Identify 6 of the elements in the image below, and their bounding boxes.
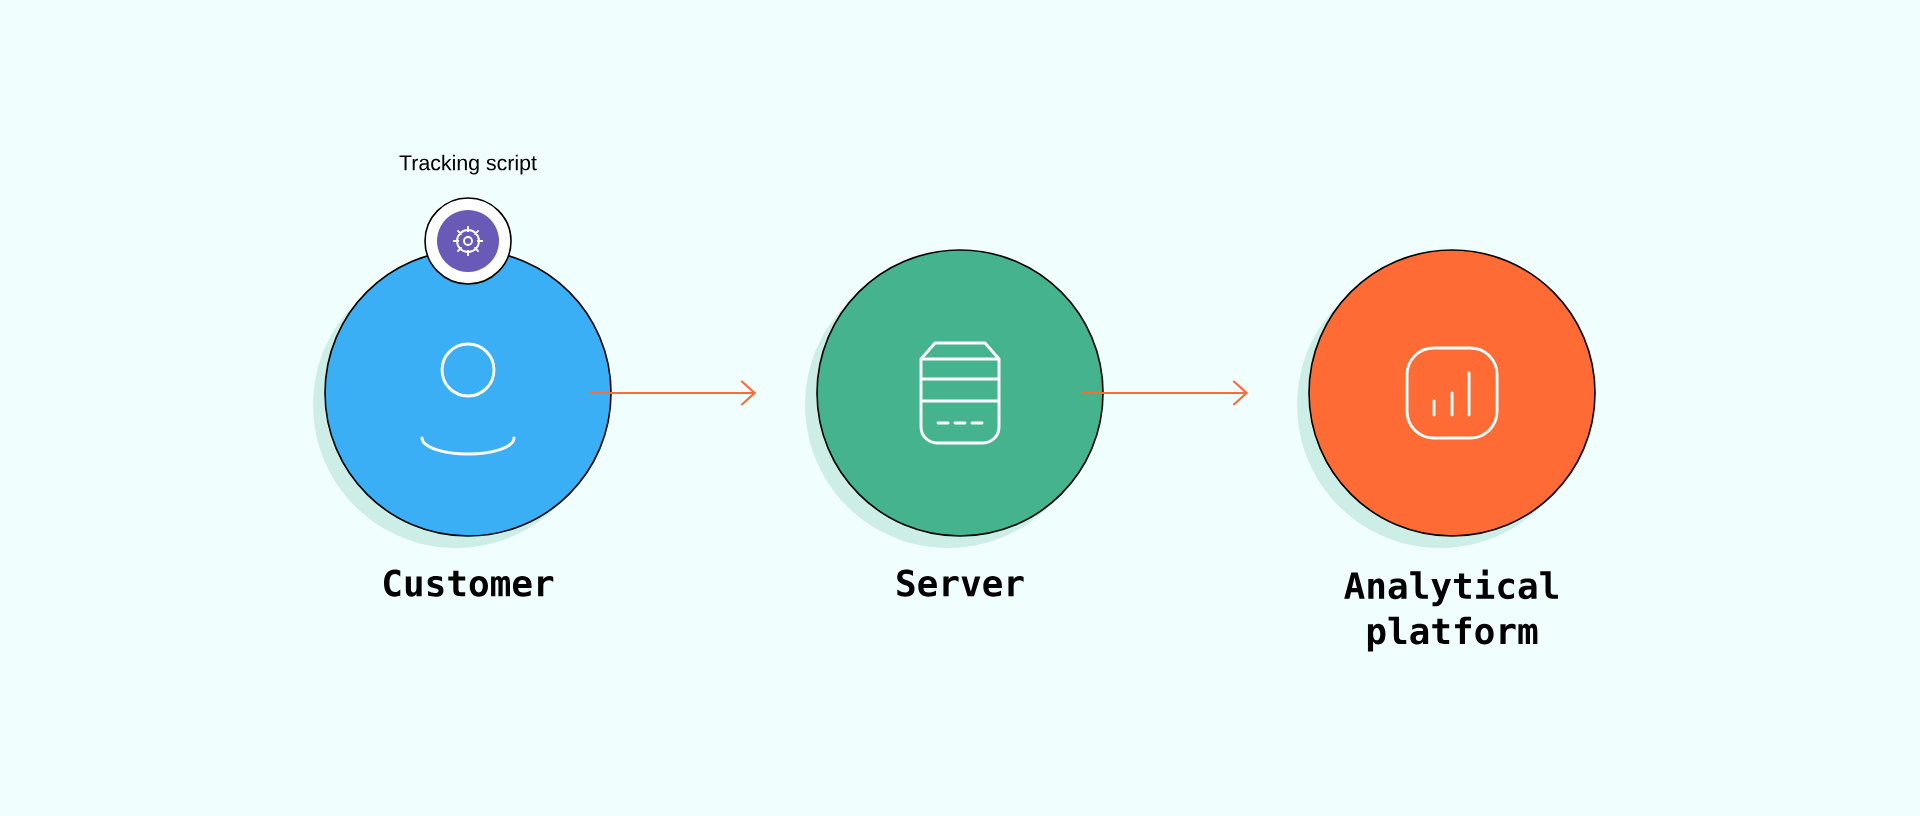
node-label: Customer: [384, 569, 554, 597]
arrow: [1080, 380, 1249, 406]
arrow: [588, 380, 757, 406]
node-label: Analytical platform: [1344, 569, 1558, 652]
node-label: Tracking script: [399, 154, 537, 175]
node-label: Server: [897, 569, 1024, 597]
